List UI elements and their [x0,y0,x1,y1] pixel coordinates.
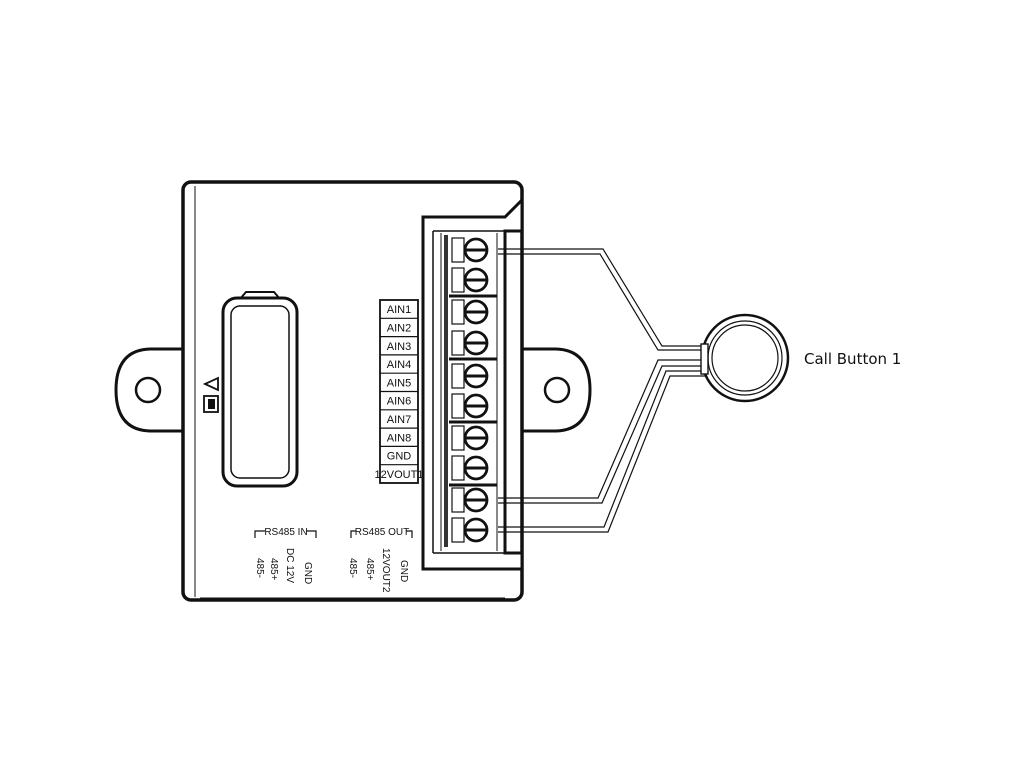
terminal-screw-10 [451,517,489,543]
terminal-label-2: AIN2 [387,322,411,334]
call-button-wires [498,248,705,533]
rs485-out-pin-4: GND [398,560,409,582]
mounting-ear-right [518,347,592,433]
terminal-screw-4 [451,330,489,356]
rs485-out-pin-2: 485+ [364,558,375,581]
terminal-label-5: AIN5 [387,377,411,389]
rs485-in-pin-2: 485+ [268,558,279,581]
terminal-label-4: AIN4 [387,359,411,371]
terminal-screw-9 [451,487,489,513]
terminal-label-9: GND [387,451,412,463]
terminal-screw-5 [451,363,489,389]
terminal-screws [449,237,497,543]
terminal-label-7: AIN7 [387,414,411,426]
call-button-label: Call Button 1 [804,350,901,368]
viewing-window [221,291,299,488]
terminal-screw-6 [451,393,489,419]
terminal-screw-2 [451,267,489,293]
terminal-label-3: AIN3 [387,341,411,353]
rs485-out-title: RS485 OUT [355,527,409,538]
terminal-screw-3 [451,299,489,325]
rs485-in-title: RS485 IN [264,527,307,538]
call-button [700,313,790,403]
rs485-in-pin-1: 485- [254,558,265,578]
mounting-ear-left [114,347,186,433]
terminal-label-10: 12VOUT1 [375,469,424,481]
tamper-icon [203,395,219,413]
terminal-label-6: AIN6 [387,396,411,408]
terminal-screw-8 [451,455,489,481]
terminal-label-8: AIN8 [387,432,411,444]
rs485-in-pin-4: GND [302,562,313,584]
terminal-screw-1 [451,237,489,263]
terminal-screw-7 [451,425,489,451]
rs485-in-group: RS485 IN 485- 485+ DC 12V GND [254,527,317,584]
rs485-in-pin-3: DC 12V [284,548,295,583]
terminal-label-1: AIN1 [387,304,411,316]
rs485-out-pin-3: 12VOUT2 [380,548,391,593]
warning-icon [202,376,219,392]
rs485-out-group: RS485 OUT 485- 485+ 12VOUT2 GND [347,527,413,593]
rs485-out-pin-1: 485- [347,558,358,578]
